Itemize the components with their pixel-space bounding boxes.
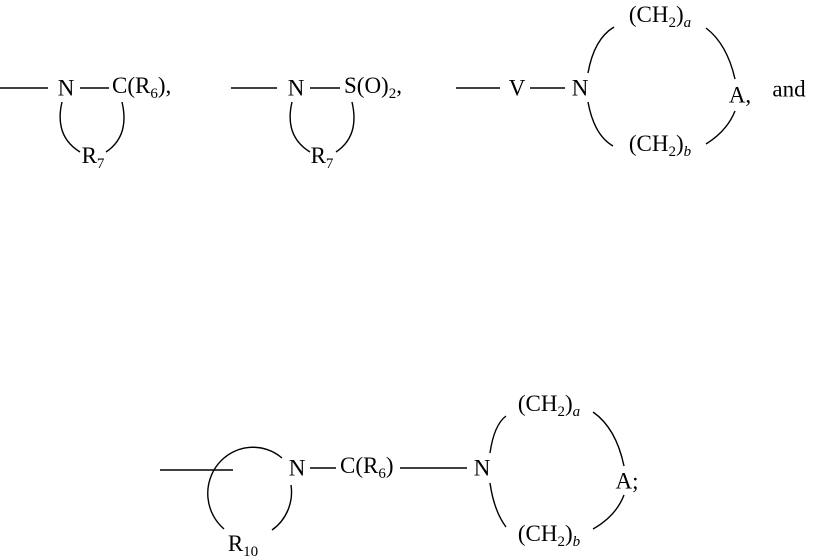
f3-ring-arc-top-right bbox=[705, 27, 736, 80]
f1-ring-arc-left bbox=[59, 101, 81, 153]
f2-group-tail: , bbox=[396, 73, 402, 98]
f3-top-subscript: 2 bbox=[668, 15, 676, 31]
f4-left-ring-arc-major bbox=[207, 446, 283, 530]
f3-ring-bottom-label: (CH2)b bbox=[629, 132, 691, 160]
f4-a-text: A; bbox=[615, 468, 639, 494]
f4-right-ring-arc-bottom-right bbox=[592, 494, 625, 530]
f3-conjunction-and: and bbox=[772, 78, 805, 101]
f4-top-subscript: 2 bbox=[557, 404, 565, 420]
f3-bottom-tail: ) bbox=[675, 131, 684, 156]
f3-ring-arc-top-left bbox=[587, 26, 615, 74]
f2-ring-arc-left bbox=[289, 101, 311, 153]
f3-bottom-subscript: 2 bbox=[668, 144, 676, 160]
f2-n-text: N bbox=[287, 75, 305, 101]
f4-right-ring-arc-top-right bbox=[592, 411, 625, 467]
f3-ring-right-label: A, bbox=[729, 84, 751, 107]
f2-r7-subscript: 7 bbox=[325, 156, 334, 172]
f4-left-ring-arc-minor bbox=[271, 484, 293, 531]
f4-bottom-italic-subscript: b bbox=[572, 534, 581, 550]
f3-atom-v: V bbox=[509, 77, 526, 100]
f3-top-italic-subscript: a bbox=[683, 15, 692, 31]
f3-bottom-main: (CH bbox=[628, 131, 669, 156]
f4-ring-top-label: (CH2)a bbox=[518, 392, 580, 420]
f4-group-main: C(R bbox=[340, 453, 379, 478]
f2-ring-substituent: R7 bbox=[311, 144, 334, 172]
f3-ring-top-label: (CH2)a bbox=[629, 3, 691, 31]
f4-right-ring-arc-bottom-left bbox=[489, 482, 507, 528]
f4-ring-bottom-label: (CH2)b bbox=[518, 522, 580, 550]
f1-r7-subscript: 7 bbox=[96, 156, 105, 172]
f3-v-text: V bbox=[508, 75, 526, 101]
f4-group-subscript: 6 bbox=[378, 466, 386, 482]
f2-group-main: S(O) bbox=[344, 73, 389, 98]
f4-r10-subscript: 10 bbox=[243, 544, 259, 560]
f1-group-label: C(R6), bbox=[112, 74, 171, 102]
f4-top-tail: ) bbox=[564, 391, 573, 416]
f1-ring-arc-right bbox=[105, 101, 125, 153]
f2-atom-n: N bbox=[288, 77, 305, 100]
f4-group-tail: ) bbox=[385, 453, 394, 478]
f1-group-subscript: 6 bbox=[150, 86, 158, 102]
f2-r7-main: R bbox=[310, 143, 326, 168]
f1-group-main: C(R bbox=[112, 73, 151, 98]
f2-ring-arc-right bbox=[335, 101, 355, 153]
f1-ring-substituent: R7 bbox=[82, 144, 105, 172]
f4-bottom-tail: ) bbox=[564, 521, 573, 546]
f2-group-subscript: 2 bbox=[388, 86, 397, 102]
f3-and-text: and bbox=[772, 76, 806, 102]
f4-ring-right-label: A; bbox=[616, 470, 639, 493]
f4-bottom-main: (CH bbox=[517, 521, 558, 546]
f3-top-tail: ) bbox=[675, 2, 684, 27]
f4-group-label: C(R6) bbox=[340, 454, 394, 482]
f3-ring-arc-bottom-left bbox=[587, 101, 614, 147]
f4-atom-n2: N bbox=[474, 457, 491, 480]
f1-n-text: N bbox=[57, 75, 75, 101]
f3-ring-arc-bottom-right bbox=[705, 110, 736, 145]
f4-top-italic-subscript: a bbox=[572, 404, 581, 420]
f3-atom-n: N bbox=[572, 77, 589, 100]
f4-right-ring-arc-top-left bbox=[489, 415, 507, 454]
f4-ring-atom-n: N bbox=[289, 457, 306, 480]
f4-r10-main: R bbox=[227, 531, 244, 556]
f4-top-main: (CH bbox=[517, 391, 558, 416]
f4-bottom-subscript: 2 bbox=[557, 534, 565, 550]
f1-group-tail: ), bbox=[157, 73, 172, 98]
f3-a-text: A, bbox=[728, 82, 752, 108]
bond-strokes-group bbox=[0, 26, 736, 531]
f3-bottom-italic-subscript: b bbox=[683, 144, 692, 160]
f4-ring-substituent-r10: R10 bbox=[228, 532, 258, 560]
f2-group-label: S(O)2, bbox=[344, 74, 402, 102]
f1-atom-n: N bbox=[58, 77, 75, 100]
f4-n2-text: N bbox=[473, 455, 491, 481]
f4-ring-n-text: N bbox=[288, 455, 306, 481]
f1-r7-main: R bbox=[81, 143, 97, 168]
f3-n-text: N bbox=[571, 75, 589, 101]
f3-top-main: (CH bbox=[628, 2, 669, 27]
